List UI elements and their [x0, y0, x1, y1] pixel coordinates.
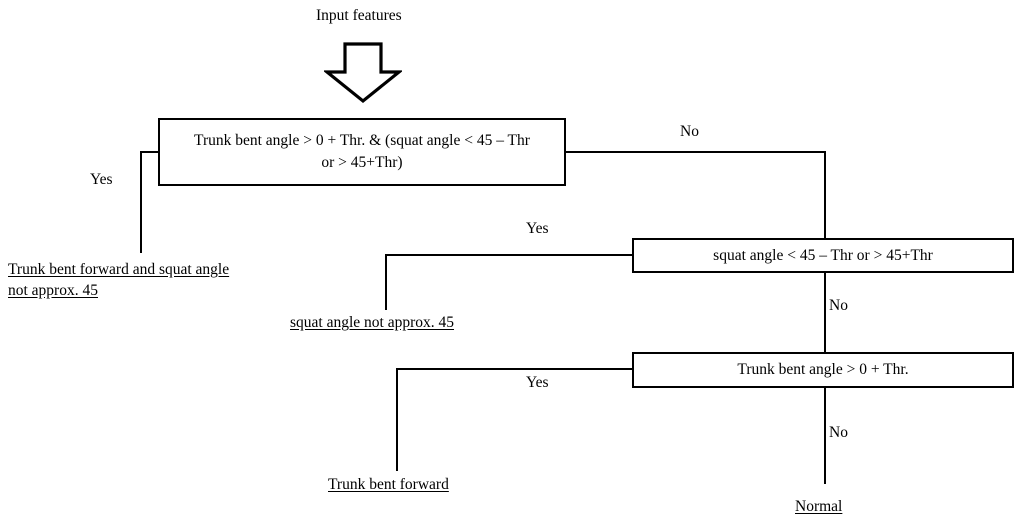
edge-d2-yes-segment-h: [385, 254, 634, 256]
edge-d3-yes-segment-h: [396, 368, 634, 370]
edge-label-d1-yes: Yes: [90, 171, 113, 188]
edge-d1-yes-segment-h: [140, 151, 160, 153]
edge-d2-no-segment-v: [824, 272, 826, 354]
edge-d1-no-segment-v: [824, 151, 826, 240]
edge-label-d2-no: No: [829, 297, 848, 314]
outcome-trunk-bent-forward: Trunk bent forward: [328, 474, 449, 495]
decision-node-2[interactable]: squat angle < 45 – Thr or > 45+Thr: [632, 238, 1014, 273]
down-block-arrow-icon: [322, 42, 404, 109]
edge-d3-yes-segment-v: [396, 368, 398, 471]
edge-label-d1-no: No: [680, 123, 699, 140]
decision-node-1[interactable]: Trunk bent angle > 0 + Thr. & (squat ang…: [158, 118, 566, 186]
decision-node-1-line2: or > 45+Thr): [321, 154, 403, 171]
edge-d2-yes-segment-v: [385, 254, 387, 310]
decision-node-1-line1: Trunk bent angle > 0 + Thr. & (squat ang…: [194, 132, 530, 149]
edge-label-d3-no: No: [829, 424, 848, 441]
decision-node-3-label: Trunk bent angle > 0 + Thr.: [737, 361, 909, 378]
outcome-1-line1: Trunk bent forward and squat angle: [8, 261, 230, 278]
outcome-1-line2: not approx. 45: [8, 282, 98, 300]
edge-d1-yes-segment-v: [140, 151, 142, 253]
edge-label-d2-yes: Yes: [526, 220, 549, 237]
outcome-2-label: squat angle not approx. 45: [290, 314, 455, 331]
page-title: Input features: [316, 7, 402, 24]
outcome-squat-angle-not-approx-45: squat angle not approx. 45: [290, 312, 454, 333]
outcome-trunk-bent-forward-and-squat-angle: Trunk bent forward and squat angle not a…: [8, 259, 229, 302]
outcome-3-label: Trunk bent forward: [328, 476, 449, 493]
decision-node-3[interactable]: Trunk bent angle > 0 + Thr.: [632, 352, 1014, 388]
edge-d1-no-segment-h: [564, 151, 826, 153]
edge-label-d3-yes: Yes: [526, 374, 549, 391]
outcome-4-label: Normal: [795, 498, 843, 515]
edge-d3-no-segment-v: [824, 388, 826, 484]
outcome-normal: Normal: [795, 496, 842, 517]
decision-node-2-label: squat angle < 45 – Thr or > 45+Thr: [713, 246, 933, 264]
